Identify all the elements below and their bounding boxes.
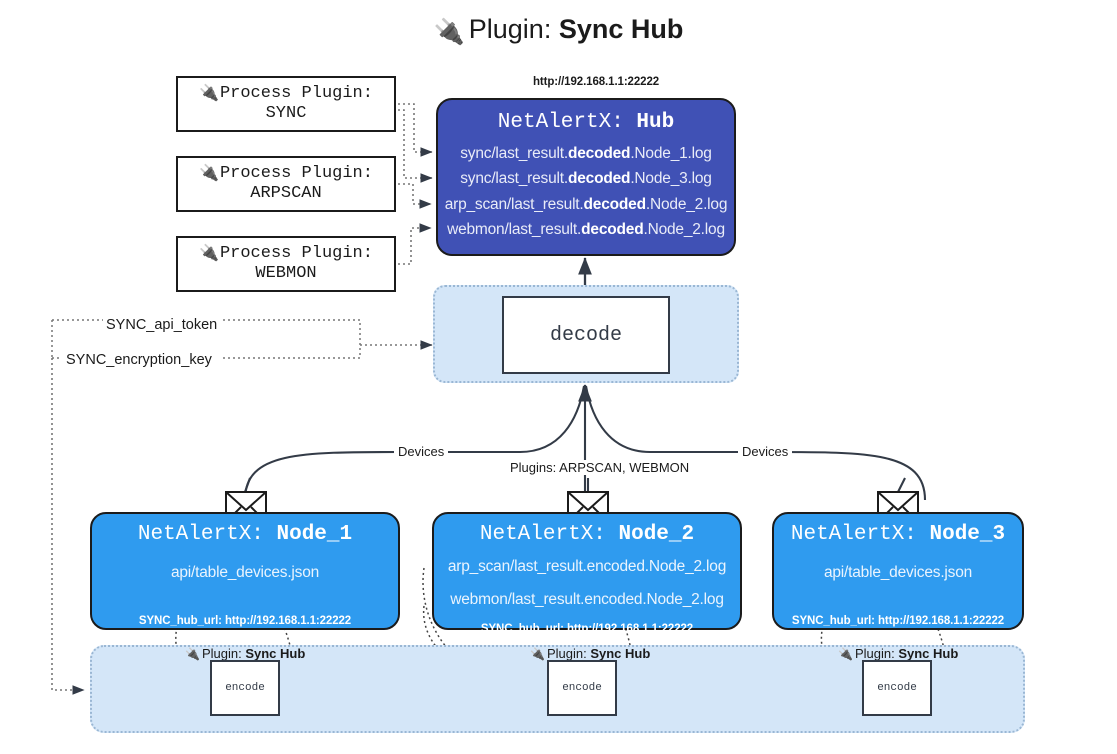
node-3-line: api/table_devices.json — [823, 564, 973, 581]
plug-icon: 🔌 — [838, 647, 853, 661]
node-2-box[interactable]: NetAlertX: Node_2 arp_scan/last_result.e… — [432, 512, 742, 635]
hub-log-1-pre: sync/last_result. — [460, 145, 568, 162]
edge-webmon-to-hub-log4 — [398, 223, 432, 265]
hub-log-line: sync/last_result.decoded.Node_1.log — [460, 141, 712, 166]
node-2-title: NetAlertX: Node_2 — [480, 523, 694, 546]
page-title: 🔌Plugin: Sync Hub — [0, 14, 1117, 47]
hub-log-4-pre: webmon/last_result. — [447, 220, 582, 238]
node-2-title-prefix: NetAlertX: — [479, 523, 619, 546]
hub-title: NetAlertX: Hub — [498, 111, 674, 134]
node-3-title-name: Node_3 — [929, 523, 1006, 546]
node-1-title-prefix: NetAlertX: — [137, 523, 277, 546]
encoder-3-plugin-label: 🔌Plugin: Sync Hub — [838, 646, 958, 661]
plug-icon: 🔌 — [199, 245, 219, 264]
hub-log-1-post: .Node_1.log — [630, 145, 712, 162]
encoder-3-label-prefix: Plugin: — [854, 646, 899, 661]
encoder-3-label-name: Sync Hub — [898, 646, 959, 661]
hub-box[interactable]: NetAlertX: Hub sync/last_result.decoded.… — [436, 98, 736, 256]
encoder-1-label-name: Sync Hub — [245, 646, 306, 661]
hub-log-3-mid: decoded — [583, 195, 647, 213]
node-2-title-name: Node_2 — [618, 523, 695, 546]
node-1-hub-url: SYNC_hub_url: http://192.168.1.1:22222 — [138, 615, 352, 627]
edge-label-plugins: Plugins: ARPSCAN, WEBMON — [506, 460, 694, 475]
plug-icon: 🔌 — [433, 18, 465, 46]
node-2-hub-url: SYNC_hub_url: http://192.168.1.1:22222 — [480, 623, 694, 636]
node-1-title-name: Node_1 — [276, 523, 353, 546]
encode-box-2[interactable]: encode — [547, 660, 617, 716]
node-2-line: webmon/last_result.encoded.Node_2.log — [450, 591, 724, 609]
encode-box-1[interactable]: encode — [210, 660, 280, 716]
encoder-1-label-prefix: Plugin: — [201, 646, 246, 661]
edge-arpscan-to-hub-log3 — [398, 183, 432, 209]
edge-tokens-to-encode-cluster — [51, 358, 85, 695]
node-3-title: NetAlertX: Node_3 — [791, 523, 1005, 546]
node-1-line: api/table_devices.json — [170, 564, 320, 581]
process-plugin-sync-box[interactable]: 🔌Process Plugin: SYNC — [176, 76, 396, 132]
edge-api-token-right — [223, 319, 361, 345]
encoder-2-label-prefix: Plugin: — [546, 646, 591, 661]
process-plugin-arpscan-name: ARPSCAN — [250, 184, 322, 203]
edge-env1-stem — [244, 477, 251, 493]
sync-encryption-key-label: SYNC_encryption_key — [63, 352, 215, 368]
process-plugin-sync-header: 🔌Process Plugin: — [199, 84, 373, 104]
edge-sync-to-hub-log2 — [398, 109, 433, 183]
encode-box-3[interactable]: encode — [862, 660, 932, 716]
plug-icon: 🔌 — [199, 165, 219, 184]
process-plugin-webmon-header: 🔌Process Plugin: — [199, 244, 373, 264]
hub-log-line: arp_scan/last_result.decoded.Node_2.log — [445, 192, 728, 217]
process-plugin-webmon-header-text: Process Plugin: — [219, 244, 373, 264]
node-3-title-prefix: NetAlertX: — [790, 523, 930, 546]
node-3-box[interactable]: NetAlertX: Node_3 api/table_devices.json… — [772, 512, 1024, 630]
page-title-prefix: Plugin: — [468, 14, 559, 44]
edge-env3-stem — [897, 477, 906, 493]
node-1-title: NetAlertX: Node_1 — [138, 523, 352, 546]
hub-log-4-post: .Node_2.log — [643, 220, 725, 238]
edge-sync-to-hub-log1 — [398, 103, 433, 157]
process-plugin-arpscan-header: 🔌Process Plugin: — [199, 164, 373, 184]
encoder-1-plugin-label: 🔌Plugin: Sync Hub — [185, 646, 305, 661]
hub-log-4-mid: decoded — [581, 220, 644, 238]
process-plugin-webmon-box[interactable]: 🔌Process Plugin: WEBMON — [176, 236, 396, 292]
hub-log-1-mid: decoded — [567, 145, 631, 162]
hub-log-line: webmon/last_result.decoded.Node_2.log — [447, 217, 725, 242]
encoder-2-plugin-label: 🔌Plugin: Sync Hub — [530, 646, 650, 661]
hub-title-name: Hub — [636, 111, 675, 134]
plug-icon: 🔌 — [185, 647, 200, 661]
edge-enc-key-right — [223, 345, 361, 359]
process-plugin-sync-name: SYNC — [265, 104, 307, 123]
hub-url-label: http://192.168.1.1:22222 — [532, 76, 660, 88]
hub-log-line: sync/last_result.decoded.Node_3.log — [460, 166, 712, 191]
page-title-name: Sync Hub — [558, 14, 684, 44]
edge-node3-to-decode — [584, 385, 927, 501]
hub-log-2-mid: decoded — [567, 170, 631, 188]
hub-log-3-post: .Node_2.log — [645, 195, 728, 213]
node-3-hub-url: SYNC_hub_url: http://192.168.1.1:22222 — [791, 615, 1005, 627]
sync-api-token-label: SYNC_api_token — [103, 317, 221, 333]
process-plugin-webmon-name: WEBMON — [255, 264, 317, 283]
plug-icon: 🔌 — [530, 647, 545, 661]
encoder-2-label-name: Sync Hub — [590, 646, 651, 661]
edge-label-devices-right: Devices — [738, 444, 793, 459]
node-1-box[interactable]: NetAlertX: Node_1 api/table_devices.json… — [90, 512, 400, 630]
hub-log-3-pre: arp_scan/last_result. — [444, 195, 584, 213]
process-plugin-arpscan-header-text: Process Plugin: — [219, 164, 373, 184]
edge-label-devices-left: Devices — [394, 444, 449, 459]
decode-box[interactable]: decode — [502, 296, 670, 374]
hub-log-2-post: .Node_3.log — [630, 170, 712, 188]
process-plugin-sync-header-text: Process Plugin: — [219, 84, 373, 104]
node-2-line: arp_scan/last_result.encoded.Node_2.log — [447, 558, 727, 575]
plug-icon: 🔌 — [199, 85, 219, 104]
hub-log-2-pre: sync/last_result. — [460, 170, 568, 188]
process-plugin-arpscan-box[interactable]: 🔌Process Plugin: ARPSCAN — [176, 156, 396, 212]
edge-node1-to-decode — [243, 385, 586, 501]
hub-title-prefix: NetAlertX: — [497, 111, 637, 134]
